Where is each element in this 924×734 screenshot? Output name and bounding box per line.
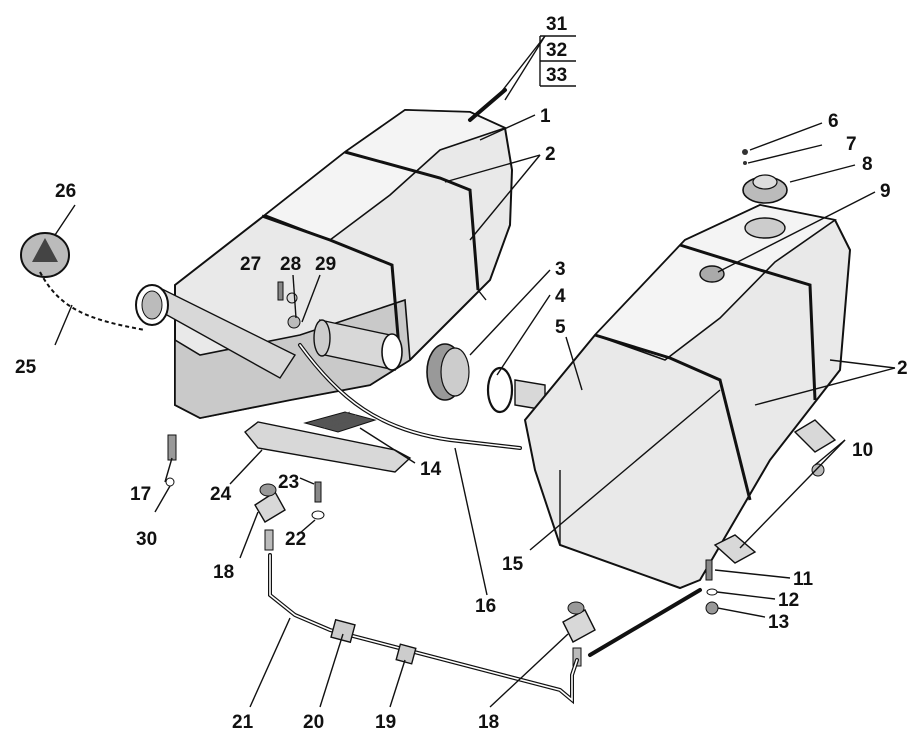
callout-30: 30 xyxy=(136,529,157,550)
callout-12: 12 xyxy=(778,590,799,611)
callout-16: 16 xyxy=(475,596,496,617)
left-tank-sleeve xyxy=(313,319,403,371)
callout-2-right: 2 xyxy=(897,358,908,379)
callout-4: 4 xyxy=(555,286,566,307)
callout-14: 14 xyxy=(420,459,442,480)
right-filler-cap xyxy=(742,149,788,239)
callout-6: 6 xyxy=(828,111,839,132)
callout-box-31-33 xyxy=(539,35,576,87)
callout-7: 7 xyxy=(846,134,857,155)
fuel-cap-with-chain xyxy=(20,232,146,331)
left-filler-neck xyxy=(135,284,297,379)
callout-9: 9 xyxy=(880,181,891,202)
tank-support-brackets xyxy=(713,419,837,564)
crossover-pipe xyxy=(268,553,702,705)
callout-21: 21 xyxy=(232,712,254,733)
callout-3: 3 xyxy=(555,259,566,280)
mounting-plate xyxy=(244,411,412,473)
callout-5: 5 xyxy=(555,317,566,338)
callout-32: 32 xyxy=(546,40,567,61)
callout-25: 25 xyxy=(15,357,37,378)
callout-27: 27 xyxy=(240,254,261,275)
bolt-washer-nut xyxy=(705,559,719,615)
callout-31: 31 xyxy=(546,14,568,35)
callout-11: 11 xyxy=(793,569,814,590)
leader-lines xyxy=(54,35,896,708)
small-fasteners xyxy=(165,281,325,520)
callout-1: 1 xyxy=(540,106,551,127)
callout-15: 15 xyxy=(502,554,524,575)
callout-24: 24 xyxy=(210,484,232,505)
callout-19: 19 xyxy=(375,712,396,733)
callout-18-right: 18 xyxy=(478,712,499,733)
callout-20: 20 xyxy=(303,712,324,733)
right-fuel-tank xyxy=(523,203,852,590)
callout-23: 23 xyxy=(278,472,299,493)
callout-10: 10 xyxy=(852,440,873,461)
callout-2-left: 2 xyxy=(545,144,556,165)
valve-left xyxy=(254,483,286,551)
callout-28: 28 xyxy=(280,254,301,275)
callout-33: 33 xyxy=(546,65,567,86)
callout-8: 8 xyxy=(862,154,873,175)
valve-right xyxy=(562,601,596,667)
callout-17: 17 xyxy=(130,484,151,505)
callout-18-left: 18 xyxy=(213,562,234,583)
fuel-level-sensor xyxy=(426,343,546,414)
callout-29: 29 xyxy=(315,254,336,275)
callout-26: 26 xyxy=(55,181,76,202)
callout-22: 22 xyxy=(285,529,306,550)
callout-13: 13 xyxy=(768,612,789,633)
